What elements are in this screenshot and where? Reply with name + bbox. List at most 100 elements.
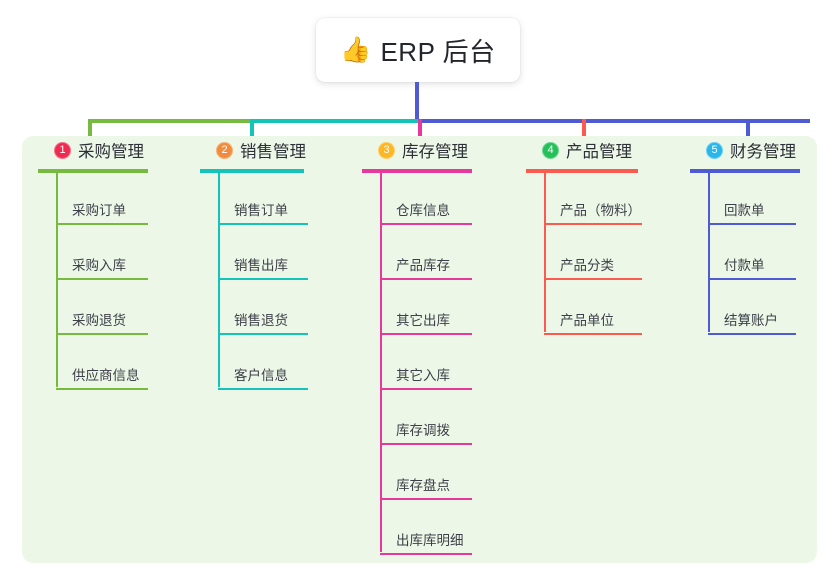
leaf-item-underline [380, 443, 472, 445]
branch-item-list: 销售订单销售出库销售退货客户信息 [200, 173, 308, 393]
leaf-item-label: 销售订单 [234, 203, 288, 218]
leaf-item-label: 仓库信息 [396, 203, 450, 218]
leaf-item-label: 采购订单 [72, 203, 126, 218]
drop-connector-5 [746, 119, 750, 151]
branch-number-badge: 5 [706, 141, 723, 159]
bus-segment-1 [88, 119, 250, 123]
leaf-item-label: 产品分类 [560, 258, 614, 273]
leaf-item[interactable]: 仓库信息 [362, 173, 472, 228]
leaf-item-underline [380, 278, 472, 280]
leaf-item-underline [544, 223, 642, 225]
branch-column-2: 2 销售管理销售订单销售出库销售退货客户信息 [200, 136, 308, 393]
branch-item-list: 仓库信息产品库存其它出库其它入库库存调拨库存盘点出库库明细 [362, 173, 472, 558]
leaf-item-label: 其它出库 [396, 313, 450, 328]
branch-number-badge: 3 [378, 141, 395, 159]
leaf-item[interactable]: 出库库明细 [362, 503, 472, 558]
leaf-item[interactable]: 供应商信息 [38, 338, 148, 393]
leaf-item[interactable]: 产品（物料） [526, 173, 642, 228]
leaf-item-underline [56, 278, 148, 280]
leaf-item-label: 产品单位 [560, 313, 614, 328]
leaf-item-underline [218, 333, 308, 335]
leaf-item[interactable]: 其它入库 [362, 338, 472, 393]
branch-header-2[interactable]: 2 销售管理 [200, 136, 306, 164]
leaf-item-label: 客户信息 [234, 368, 288, 383]
branch-number-badge: 4 [542, 141, 559, 159]
leaf-item[interactable]: 库存盘点 [362, 448, 472, 503]
branch-title: 销售管理 [240, 143, 306, 161]
leaf-item-underline [380, 223, 472, 225]
leaf-item[interactable]: 产品库存 [362, 228, 472, 283]
branch-header-3[interactable]: 3 库存管理 [362, 136, 472, 164]
thumbs-up-icon: 👍 [340, 35, 372, 64]
leaf-item[interactable]: 产品分类 [526, 228, 642, 283]
leaf-item-underline [56, 388, 148, 390]
branch-header-5[interactable]: 5 财务管理 [690, 136, 800, 164]
leaf-item[interactable]: 产品单位 [526, 283, 642, 338]
leaf-item-underline [218, 223, 308, 225]
branch-spine [380, 173, 382, 552]
leaf-item-underline [380, 553, 472, 555]
leaf-item-underline [218, 388, 308, 390]
leaf-item-label: 库存盘点 [396, 478, 450, 493]
branch-spine [708, 173, 710, 332]
root-node-content: 👍 ERP 后台 [340, 32, 495, 69]
branch-column-1: 1 采购管理采购订单采购入库采购退货供应商信息 [38, 136, 148, 393]
branch-title: 采购管理 [78, 143, 144, 161]
branch-spine [544, 173, 546, 332]
branch-title: 财务管理 [730, 143, 796, 161]
branch-spine [56, 173, 58, 387]
leaf-item[interactable]: 回款单 [690, 173, 800, 228]
leaf-item-label: 出库库明细 [396, 533, 464, 548]
leaf-item[interactable]: 销售订单 [200, 173, 308, 228]
leaf-item-underline [708, 333, 796, 335]
leaf-item-underline [380, 498, 472, 500]
leaf-item-label: 回款单 [724, 203, 765, 218]
branch-underline [690, 169, 800, 173]
branch-underline [38, 169, 148, 173]
leaf-item-label: 其它入库 [396, 368, 450, 383]
leaf-item[interactable]: 销售出库 [200, 228, 308, 283]
leaf-item-label: 采购入库 [72, 258, 126, 273]
branch-number-badge: 1 [54, 141, 71, 159]
root-node-title: ERP 后台 [380, 36, 496, 67]
leaf-item[interactable]: 采购订单 [38, 173, 148, 228]
leaf-item-label: 销售出库 [234, 258, 288, 273]
leaf-item[interactable]: 结算账户 [690, 283, 800, 338]
branch-panel: 1 采购管理采购订单采购入库采购退货供应商信息 2 销售管理销售订单销售出库销售退货客… [22, 136, 817, 563]
drop-connector-4 [582, 119, 586, 151]
branch-underline [526, 169, 638, 173]
leaf-item[interactable]: 采购退货 [38, 283, 148, 338]
root-node-card[interactable]: 👍 ERP 后台 [316, 18, 520, 82]
leaf-item[interactable]: 销售退货 [200, 283, 308, 338]
drop-connector-2 [250, 119, 254, 151]
leaf-item-label: 销售退货 [234, 313, 288, 328]
leaf-item-underline [708, 223, 796, 225]
leaf-item-label: 产品（物料） [560, 203, 641, 218]
branch-number-badge: 2 [216, 141, 233, 159]
leaf-item-underline [380, 388, 472, 390]
branch-spine [218, 173, 220, 387]
branch-title: 库存管理 [402, 143, 468, 161]
branch-header-1[interactable]: 1 采购管理 [38, 136, 148, 164]
leaf-item-underline [56, 223, 148, 225]
leaf-item-label: 付款单 [724, 258, 765, 273]
branch-item-list: 采购订单采购入库采购退货供应商信息 [38, 173, 148, 393]
root-stem-connector [415, 82, 419, 122]
leaf-item[interactable]: 库存调拨 [362, 393, 472, 448]
leaf-item[interactable]: 客户信息 [200, 338, 308, 393]
bus-segment-2 [250, 119, 418, 123]
leaf-item-underline [56, 333, 148, 335]
leaf-item[interactable]: 其它出库 [362, 283, 472, 338]
branch-item-list: 回款单付款单结算账户 [690, 173, 800, 338]
leaf-item-label: 供应商信息 [72, 368, 140, 383]
leaf-item-underline [380, 333, 472, 335]
branch-column-5: 5 财务管理回款单付款单结算账户 [690, 136, 800, 338]
leaf-item-underline [218, 278, 308, 280]
leaf-item-underline [544, 278, 642, 280]
leaf-item[interactable]: 采购入库 [38, 228, 148, 283]
leaf-item[interactable]: 付款单 [690, 228, 800, 283]
leaf-item-label: 库存调拨 [396, 423, 450, 438]
